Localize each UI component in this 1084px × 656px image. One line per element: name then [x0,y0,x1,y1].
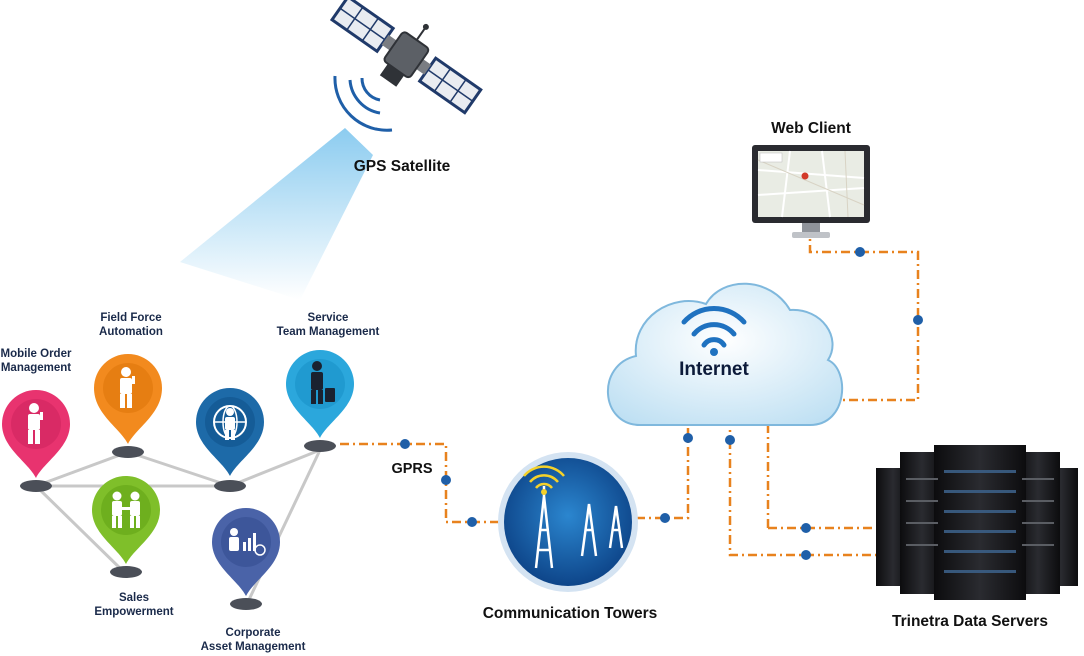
field-force-label: Field Force Automation [86,312,176,340]
field-force-label-line1: Field Force [100,312,162,324]
service-team-label-line1: Service [307,312,349,324]
pin-field-force [94,354,162,458]
server-rack-icon [876,445,1078,600]
satellite-beam [180,128,373,300]
globe-person-icon [213,405,247,440]
mobile-order-label: Mobile Order Management [0,348,72,376]
gps-satellite-label: GPS Satellite [353,158,451,175]
sales-label: Sales Empowerment [86,592,182,620]
wifi-icon [681,306,747,356]
corporate-label-line1: Corporate [225,627,281,639]
mobile-order-label-line1: Mobile Order [0,348,72,360]
asset-chart-icon [229,528,266,556]
internet-cloud [607,282,843,426]
corporate-label-line2: Asset Management [200,640,306,653]
mobile-order-label-line2: Management [0,361,72,374]
person-suitcase-icon [311,361,335,404]
web-client-monitor-icon [752,145,870,238]
corporate-label: Corporate Asset Management [196,627,310,655]
pin-service-team [286,350,354,452]
communication-towers-label: Communication Towers [482,605,658,622]
person-phone-icon [120,367,135,408]
pin-sales [92,476,160,578]
trinetra-data-servers-label: Trinetra Data Servers [892,613,1048,630]
handshake-icon [112,491,140,528]
sales-label-line1: Sales [118,592,150,604]
pin-network-lines [34,448,322,607]
service-team-label-line2: Team Management [276,325,380,338]
person-phone-icon [28,403,43,444]
sales-label-line2: Empowerment [94,605,174,618]
field-force-label-line2: Automation [99,325,163,338]
gprs-label: GPRS [391,461,433,477]
web-client-label: Web Client [771,120,851,137]
pin-mobile-order [2,390,70,492]
pin-globe-person [196,388,264,492]
internet-label: Internet [679,359,749,380]
communication-tower-icon [498,452,638,592]
satellite-icon [329,0,483,132]
service-team-label: Service Team Management [266,312,390,340]
pin-corporate [212,508,280,610]
